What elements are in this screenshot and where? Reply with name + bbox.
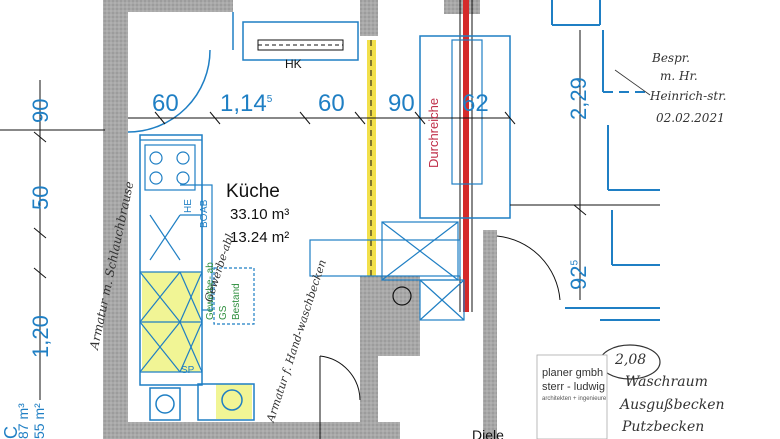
dim-right-925: 925: [566, 259, 591, 290]
dim-left-50: 50: [28, 185, 53, 210]
right-outlines: [551, 0, 660, 321]
room-volume: 33.10 m³: [230, 206, 290, 223]
waschraum-3: Putzbecken: [622, 419, 705, 435]
dim-62: 62: [462, 90, 489, 117]
durchreiche-label: Durchreiche: [426, 97, 441, 168]
walls: [103, 0, 497, 439]
door-arc-bottom: [319, 355, 361, 401]
cooktop: [144, 144, 196, 191]
wall-bottom-2: [360, 356, 378, 439]
gs-label: GS: [218, 305, 229, 320]
dim-114: 1,145: [220, 92, 272, 116]
ab-label: AB: [199, 199, 210, 213]
heater-hk: [242, 21, 359, 61]
bo-label: BO: [199, 213, 210, 228]
waschraum-2: Ausgußbecken: [620, 397, 725, 413]
durchreiche-box: [419, 35, 511, 219]
waschraum-1: Waschraum: [625, 374, 708, 390]
room-name: Küche: [226, 181, 280, 202]
red-partition: [463, 0, 469, 312]
note-line-3: Heinrich-str.: [650, 89, 727, 103]
stamp-line-3: architekten + ingenieure: [542, 396, 607, 402]
sinks: [149, 383, 255, 421]
kitchen-counter: [139, 134, 255, 419]
door-arc-right: [496, 235, 561, 301]
dim-114-sup: 5: [266, 94, 273, 105]
wall-left: [103, 0, 128, 439]
wall-top-right: [444, 0, 480, 14]
room-area: 13.24 m²: [230, 229, 290, 246]
sp-label: SP: [181, 365, 195, 376]
note-line-1: Bespr.: [652, 51, 690, 65]
door-arc-top: [127, 49, 211, 133]
dim-left-120: 1,20: [28, 315, 53, 358]
wall-top-mid: [360, 0, 378, 36]
dim-60-b: 60: [318, 90, 345, 117]
dim-right-229: 2,29: [566, 77, 591, 120]
bestand-label: Bestand: [231, 283, 242, 320]
stamp-line-2: sterr - ludwig: [542, 381, 605, 393]
stamp-line-1: planer gmbh: [542, 367, 604, 379]
note-line-2: m. Hr.: [660, 69, 698, 83]
he-label: HE: [183, 199, 194, 213]
wall-right-pier: [360, 276, 420, 356]
dim-60-a: 60: [152, 90, 179, 117]
bestand-box: [213, 267, 255, 325]
dim-left-90: 90: [28, 98, 53, 123]
note-line-4: 02.02.2021: [656, 111, 725, 125]
diele-label: Diele: [472, 427, 504, 439]
wall-bottom: [128, 422, 400, 439]
stamp-box: [536, 354, 608, 439]
dim-right-92: 92: [566, 265, 591, 290]
dimension-lines: [0, 30, 660, 400]
dim-right-sup: 5: [569, 259, 581, 266]
side-unit: [201, 184, 213, 311]
dim-90: 90: [388, 90, 415, 117]
wall-top-left: [128, 0, 233, 12]
dim-114-main: 1,14: [220, 90, 267, 117]
wall-right-lower: [483, 230, 497, 439]
left-m2: 55 m²: [31, 403, 47, 439]
yellow-strip: [367, 40, 376, 276]
washroom-units: [309, 221, 465, 321]
hk-label: HK: [285, 57, 302, 71]
left-m3: 87 m³: [15, 403, 31, 439]
circled-number: 2,08: [615, 352, 647, 368]
